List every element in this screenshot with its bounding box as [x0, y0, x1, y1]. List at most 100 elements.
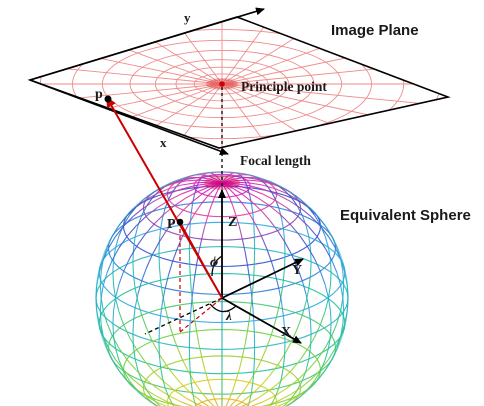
sphere-meridian-segment	[176, 347, 184, 361]
sphere-meridian-segment	[132, 321, 135, 335]
sphere-meridian-segment	[327, 336, 331, 349]
sphere-meridian-segment	[99, 284, 102, 298]
sphere-meridian-segment	[246, 179, 259, 182]
sphere-meridian-segment	[115, 284, 120, 298]
sphere-meridian-segment	[305, 225, 310, 238]
sphere-meridian-segment	[309, 248, 312, 262]
sphere-meridian-segment	[306, 205, 315, 216]
sphere-meridian-segment	[134, 225, 139, 238]
sphere-meridian-segment	[276, 193, 290, 202]
sphere-meridian-segment	[100, 285, 104, 299]
sphere-meridian-segment	[137, 280, 143, 295]
sphere-meridian-segment	[327, 297, 331, 311]
sphere-meridian-segment	[270, 396, 276, 405]
sphere-meridian-segment	[297, 369, 309, 381]
sphere-meridian-segment	[200, 195, 209, 205]
sphere-meridian-segment	[282, 315, 286, 330]
sphere-meridian-segment	[342, 298, 345, 312]
sphere-meridian-segment	[251, 176, 261, 180]
sphere-meridian-segment	[274, 199, 288, 209]
x-axis-arrow	[221, 297, 302, 344]
sphere-meridian-segment	[228, 389, 234, 400]
sphere-meridian-segment	[100, 324, 104, 337]
sphere-meridian-segment	[260, 375, 270, 387]
sphere-meridian-segment	[153, 213, 165, 225]
sphere-meridian-segment	[278, 207, 283, 219]
sphere-meridian-segment	[197, 186, 211, 193]
plane-axis-x-label: x	[160, 135, 167, 150]
sphere-meridian-segment	[246, 265, 251, 279]
sphere-meridian-segment	[132, 261, 135, 275]
sphere-meridian-segment	[174, 390, 187, 399]
sphere-meridian-segment	[268, 381, 281, 391]
sphere-meridian-segment	[160, 366, 164, 379]
sphere-meridian-segment	[238, 356, 243, 370]
sphere-meridian-segment	[328, 347, 336, 360]
sphere-meridian-segment	[313, 324, 321, 338]
sphere-meridian-segment	[141, 380, 148, 391]
sphere-meridian-segment	[185, 397, 198, 405]
plane-grid-spoke	[221, 83, 290, 148]
sphere-meridian-segment	[300, 378, 312, 389]
sphere-meridian-segment	[201, 356, 206, 370]
sphere-meridian-segment	[241, 394, 252, 403]
sphere-meridian-segment	[241, 176, 246, 182]
sphere-meridian-segment	[316, 236, 326, 249]
sphere-meridian-segment	[340, 324, 344, 337]
sphere-meridian-segment	[192, 278, 195, 293]
sphere-meridian-segment	[168, 396, 174, 405]
sphere-meridian-segment	[168, 193, 183, 201]
sphere-meridian-segment	[249, 194, 252, 204]
sphere-meridian-segment	[286, 379, 299, 389]
sphere-meridian-segment	[200, 391, 209, 401]
sphere-meridian-segment	[301, 370, 307, 381]
principle-point-label: Principle point	[241, 79, 327, 94]
sphere-meridian-segment	[192, 392, 195, 402]
sphere-meridian-segment	[112, 272, 115, 286]
sphere-meridian-segment	[278, 377, 283, 389]
sphere-meridian-segment	[313, 214, 321, 226]
sphere-meridian-segment	[158, 266, 162, 281]
plane-y-axis	[29, 7, 265, 81]
sphere-meridian-segment	[106, 323, 113, 337]
sphere-meridian-segment	[248, 213, 256, 225]
point-p-sphere-dot	[176, 218, 184, 226]
sphere-meridian-segment	[282, 228, 286, 241]
sphere-meridian-segment	[158, 353, 167, 366]
point-p-sphere-label: P	[167, 217, 176, 232]
sphere-meridian-segment	[141, 315, 148, 329]
sphere-meridian-segment	[214, 188, 219, 198]
sphere-meridian-segment	[192, 194, 195, 204]
sphere-meridian-segment	[221, 177, 227, 184]
sphere-meridian-segment	[305, 294, 310, 308]
axis-y-label: Y	[292, 263, 302, 278]
sphere-meridian-segment	[201, 226, 206, 240]
sphere-meridian-segment	[252, 371, 255, 383]
sphere-meridian-segment	[112, 310, 115, 324]
plane-grid-spoke	[221, 83, 353, 148]
sphere-meridian-segment	[308, 274, 312, 289]
phi-label: ϕ	[210, 255, 218, 270]
sphere-meridian-segment	[253, 223, 255, 236]
sphere-meridian-segment	[276, 401, 288, 406]
sphere-meridian-segment	[331, 323, 338, 337]
sphere-meridian-segment	[340, 259, 344, 272]
sphere-meridian-segment	[228, 188, 237, 197]
sphere-meridian-segment	[189, 223, 191, 236]
plane-grid-spoke	[221, 17, 353, 85]
sphere-meridian-segment	[163, 381, 176, 391]
sphere-meridian-segment	[160, 280, 164, 295]
sphere-meridian-segment	[118, 359, 125, 372]
sphere-meridian-segment	[266, 184, 272, 192]
sphere-meridian-segment	[289, 360, 300, 373]
sphere-meridian-segment	[153, 371, 165, 383]
sphere-meridian-segment	[249, 278, 252, 293]
sphere-meridian-segment	[280, 280, 284, 295]
sphere-meridian-segment	[134, 288, 139, 302]
sphere-meridian-segment	[111, 247, 120, 261]
sphere-meridian-segment	[342, 271, 345, 285]
sphere-meridian-segment	[126, 358, 137, 371]
sphere-meridian-segment	[301, 301, 307, 316]
sphere-meridian-segment	[234, 401, 243, 406]
